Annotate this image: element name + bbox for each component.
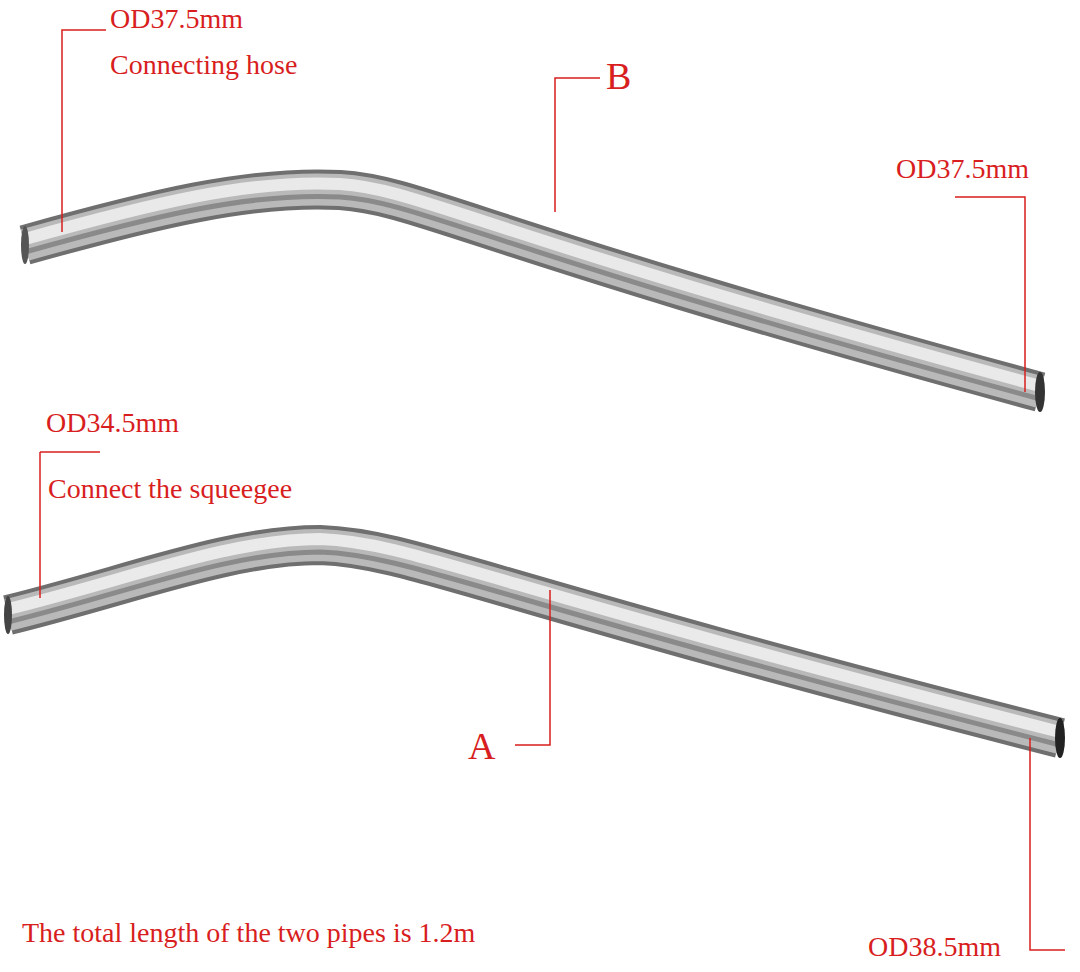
length-note: The total length of the two pipes is 1.2… — [22, 918, 475, 949]
upper-pipe-b — [21, 183, 1045, 412]
port-note: Connecting hose — [110, 50, 297, 81]
leader-lines — [40, 30, 1065, 950]
part-letter: B — [606, 56, 631, 98]
port-note: Connect the squeegee — [48, 474, 292, 505]
lower-pipe-a — [4, 539, 1065, 758]
dimension-label: OD37.5mm — [110, 4, 243, 35]
dimension-label: OD34.5mm — [46, 408, 179, 439]
part-letter: A — [468, 726, 495, 768]
dimension-label: OD37.5mm — [896, 154, 1029, 185]
dimension-label: OD38.5mm — [868, 932, 1001, 963]
